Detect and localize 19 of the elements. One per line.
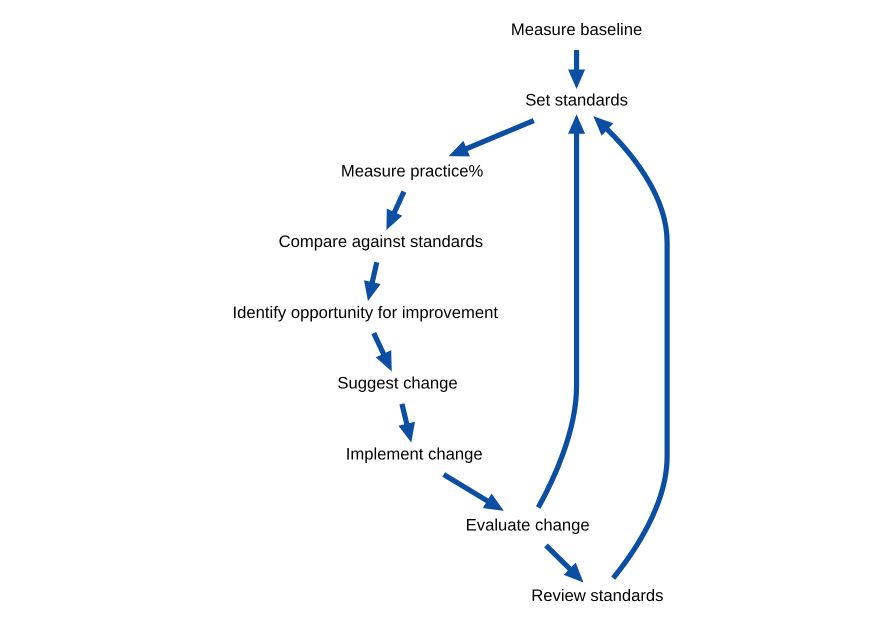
- node-text: Implement change: [346, 444, 483, 464]
- arrow: [593, 116, 670, 580]
- node-text: Measure baseline: [510, 20, 642, 39]
- arrow: [364, 262, 381, 302]
- node-text: Evaluate change: [466, 515, 590, 534]
- node-text: Set standards: [525, 90, 628, 110]
- arrow: [398, 403, 416, 443]
- arrow: [568, 50, 586, 89]
- arrow: [442, 472, 504, 511]
- arrow: [386, 190, 406, 230]
- arrow: [536, 114, 586, 509]
- node-text: Review standards: [531, 586, 664, 606]
- arrow: [371, 332, 392, 372]
- node-text: Measure practice%: [340, 161, 484, 180]
- node-text: Suggest change: [337, 374, 458, 393]
- node-text: Identify opportunity for improvement: [232, 302, 498, 322]
- arrow: [544, 544, 584, 582]
- node-text: Compare against standards: [278, 232, 484, 252]
- arrow: [448, 118, 535, 156]
